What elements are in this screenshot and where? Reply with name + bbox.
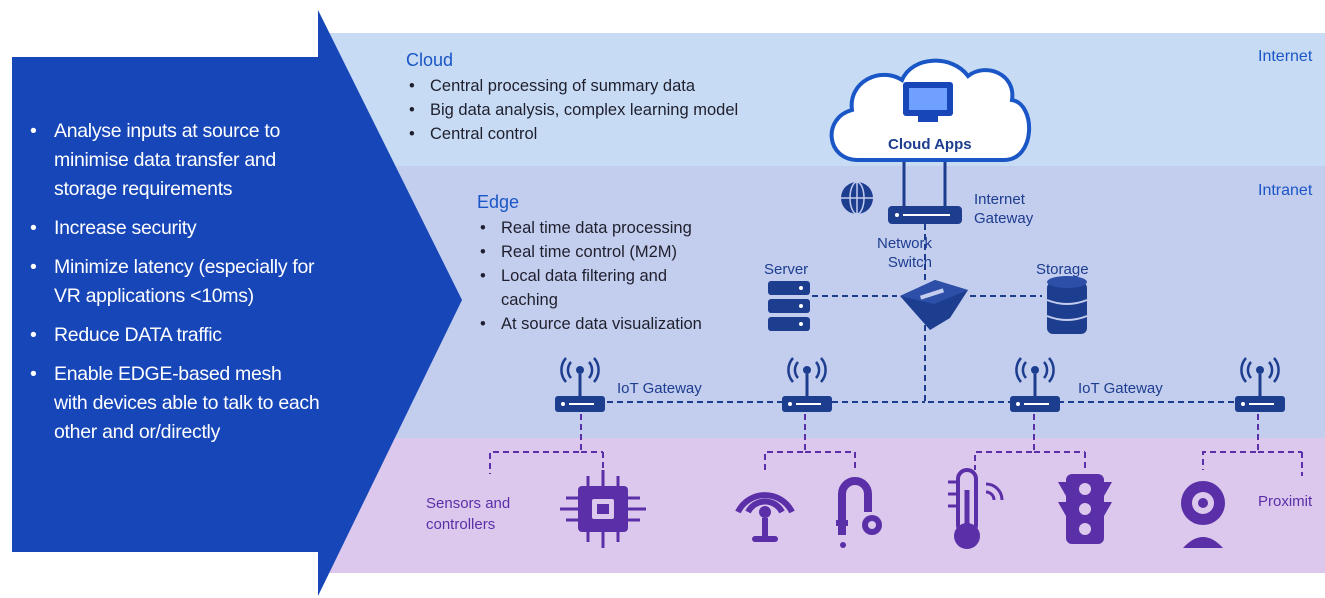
internet-zone-label: Internet	[1258, 48, 1313, 65]
proximity-label: Proximit	[1258, 493, 1313, 510]
edge-title: Edge	[477, 192, 520, 212]
edge-bullet: Real time control (M2M)	[477, 240, 757, 264]
benefits-list: Analyse inputs at source to minimise dat…	[30, 117, 320, 457]
iot-gateway-icon	[1235, 357, 1285, 412]
server-icon	[768, 281, 810, 331]
server-label: Server	[764, 261, 809, 278]
internet-gateway-label: Internet Gateway	[974, 191, 1034, 227]
router-icon	[888, 206, 962, 224]
edge-bullet: Local data filtering and caching	[477, 264, 721, 312]
edge-bullets: Real time data processing Real time cont…	[477, 216, 757, 336]
cloud-bullets: Central processing of summary data Big d…	[406, 74, 826, 146]
cloud-apps-label: Cloud Apps	[888, 136, 972, 153]
webcam-icon	[1181, 481, 1225, 548]
thermometer-icon	[948, 468, 1004, 549]
storage-label: Storage	[1036, 261, 1089, 278]
magnet-sensor-icon	[836, 477, 882, 548]
cloud-bullet: Central processing of summary data	[406, 74, 826, 98]
cloud-icon	[829, 58, 1032, 162]
benefit-item: Enable EDGE-based mesh with devices able…	[30, 360, 320, 447]
iot-gateway-label: IoT Gateway	[617, 380, 702, 397]
cloud-title: Cloud	[406, 50, 454, 70]
benefit-item: Reduce DATA traffic	[30, 321, 320, 350]
device-links	[489, 414, 1303, 476]
iot-gateway-icon	[782, 357, 832, 412]
globe-icon	[841, 181, 873, 215]
intranet-zone-label: Intranet	[1258, 182, 1313, 199]
storage-icon	[1046, 276, 1088, 334]
iot-gateway-label: IoT Gateway	[1078, 380, 1163, 397]
sensors-label: Sensors and controllers	[426, 495, 511, 533]
cloud-bullet: Central control	[406, 122, 826, 146]
network-switch-label: Network Switch	[876, 235, 932, 271]
benefit-item: Minimize latency (especially for VR appl…	[30, 253, 320, 311]
edge-bullet: Real time data processing	[477, 216, 757, 240]
benefit-item: Increase security	[30, 214, 320, 243]
benefit-item: Analyse inputs at source to minimise dat…	[30, 117, 320, 204]
cloud-bullet: Big data analysis, complex learning mode…	[406, 98, 826, 122]
iot-gateway-icon	[555, 357, 605, 412]
network-links	[597, 224, 1238, 403]
edge-bullet: At source data visualization	[477, 312, 757, 336]
device-band	[318, 438, 1325, 573]
traffic-light-icon	[1058, 474, 1112, 544]
antenna-icon	[735, 492, 795, 542]
chip-icon	[560, 470, 646, 548]
iot-gateway-icon	[1010, 357, 1060, 412]
switch-icon	[900, 280, 968, 330]
